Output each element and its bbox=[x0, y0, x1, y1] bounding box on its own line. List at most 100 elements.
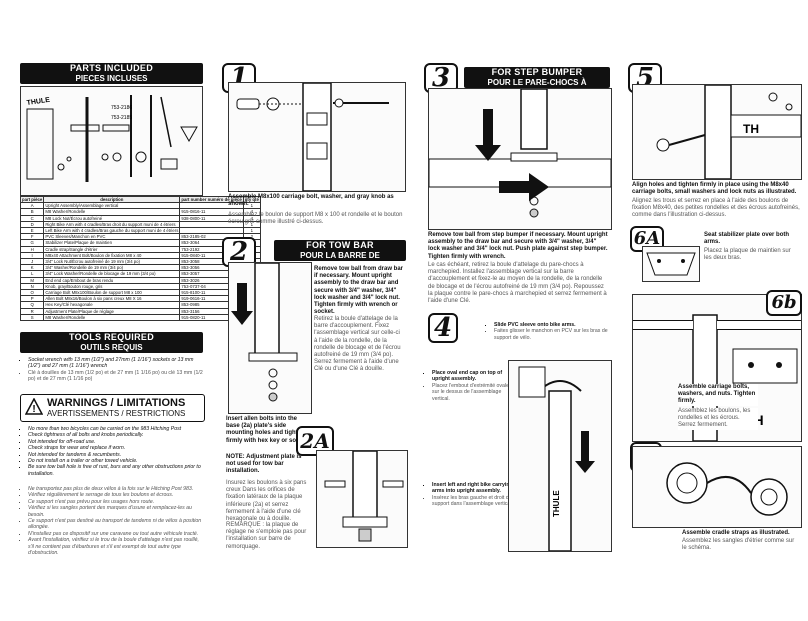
parts-cell-id: Q bbox=[19, 301, 45, 309]
parts-cell-id: D bbox=[19, 220, 45, 229]
step-7-illustration bbox=[632, 446, 802, 528]
step-2a-number: 2A bbox=[300, 429, 330, 453]
warning-fr: Ce support n'est pas destiné au transpor… bbox=[28, 518, 206, 531]
tools-title: TOOLS REQUIRED bbox=[68, 332, 155, 342]
warning-en: Check tightness of all bolts and knobs p… bbox=[28, 432, 206, 438]
col-qty: qty qté bbox=[242, 195, 261, 204]
step-3-title: FOR STEP BUMPER bbox=[491, 67, 583, 77]
tools-header: TOOLS REQUIRED OUTILS REQUIS bbox=[20, 332, 203, 353]
step-2a-badge: 2A bbox=[296, 426, 334, 456]
warning-en: Check straps for wear and replace if wor… bbox=[28, 445, 206, 451]
parts-cell-desc: Right Bike Arm with 4 cradles/Bras droit… bbox=[43, 220, 181, 229]
steps-column-2: 1 Assemble M8x100 carriage bolt, washer,… bbox=[222, 0, 408, 621]
parts-cell-desc: Left Bike Arm with 4 cradles/Bras gauche… bbox=[43, 226, 181, 235]
step-4-item-2-en: Place oval end cap on top of upright ass… bbox=[432, 370, 514, 383]
step-2-text-fr: Retirez la boule d'attelage de la barre … bbox=[314, 316, 401, 373]
step-2a-note-fr: REMARQUE : la plaque de réglage ne s'emp… bbox=[226, 522, 307, 550]
step-4-item-1-en: Slide PVC sleeve onto bike arms. bbox=[494, 322, 618, 328]
parts-cell-desc: M8 Washer/Rondelle bbox=[43, 313, 181, 322]
step-4-item-3-en: Insert left and right bike carrying arms… bbox=[432, 482, 514, 495]
step-6a-illustration bbox=[642, 246, 700, 282]
step-3-illustration bbox=[428, 88, 612, 230]
step-2a-illustration bbox=[316, 450, 408, 548]
svg-text:TH: TH bbox=[743, 122, 759, 136]
tools-list: Socket wrench with 13 mm (1/2") and 27mm… bbox=[20, 357, 203, 383]
parts-subtitle: PIECES INCLUSES bbox=[75, 74, 148, 83]
warning-fr: Avant l'installation, vérifiez si le tro… bbox=[28, 537, 206, 556]
warnings-title: WARNINGS / LIMITATIONS bbox=[47, 397, 186, 409]
parts-cell-id: M bbox=[19, 276, 45, 284]
step-1-text-fr: Assemblez le boulon de support M8 x 100 … bbox=[228, 212, 403, 226]
callout-2185: 753-2185 bbox=[111, 115, 132, 121]
step-2-header: FOR TOW BAR POUR LA BARRE DE REMORQUAGE bbox=[274, 240, 406, 270]
step-4-illustration: THULE bbox=[508, 360, 612, 552]
step-2-number: 2 bbox=[229, 237, 249, 267]
step-1-illustration bbox=[228, 82, 406, 192]
parts-cell-qty: 4 bbox=[242, 214, 261, 222]
tools-subtitle: OUTILS REQUIS bbox=[80, 343, 143, 352]
callout-2186: 753-2186 bbox=[111, 105, 132, 111]
step-7-text-fr: Assemblez les sangles d'étrier comme sur… bbox=[682, 538, 795, 552]
step-6b-text-en: Assemble carriage bolts, washers, and nu… bbox=[678, 384, 758, 406]
warnings-subtitle: AVERTISSEMENTS / RESTRICTIONS bbox=[47, 409, 186, 418]
step-4-number: 4 bbox=[433, 313, 453, 343]
warning-fr: Vérifiez régulièrement le serrage de tou… bbox=[28, 492, 206, 498]
step-1-text-en: Assemble M8x100 carriage bolt, washer, a… bbox=[228, 194, 394, 208]
warning-en: Be sure tow ball hole is free of rust, b… bbox=[28, 464, 206, 477]
step-3-header: FOR STEP BUMPER POUR LE PARE-CHOCS À MAR… bbox=[464, 67, 610, 97]
step-6a-text-en: Seat stabilizer plate over both arms. bbox=[704, 232, 790, 246]
step-4-badge: 4 bbox=[428, 313, 458, 343]
step-2a-text-en: Insert allen bolts into the base (2a) pl… bbox=[226, 416, 310, 444]
warnings-fr-list: Ne transportez pas plus de deux vélos à … bbox=[20, 486, 206, 556]
step-3-text-fr: Le cas échéant, retirez la boule d'attel… bbox=[428, 262, 607, 305]
step-6b-badge: 6b bbox=[766, 290, 802, 316]
parts-cell-qty: 1 bbox=[242, 202, 261, 210]
warning-en: Do not install on a trailer or other tow… bbox=[28, 458, 206, 464]
parts-cell-id: I bbox=[19, 251, 45, 260]
warnings-header: ! WARNINGS / LIMITATIONS AVERTISSEMENTS … bbox=[20, 394, 205, 422]
step-2a-note-en: NOTE: Adjustment plate is not used for t… bbox=[226, 454, 302, 475]
col-part: part pièce bbox=[19, 195, 45, 204]
warning-en: Not intended for tandems & recumbents. bbox=[28, 452, 206, 458]
parts-cell-id: F bbox=[19, 233, 45, 241]
step-2-text-en: Remove tow ball from draw bar if necessa… bbox=[314, 266, 404, 316]
parts-cell-id: S bbox=[19, 313, 45, 322]
tools-item-en: Socket wrench with 13 mm (1/2") and 27mm… bbox=[28, 357, 203, 370]
step-4-item-2-fr: Placez l'embout d'extrémité ovale sur le… bbox=[432, 383, 514, 402]
parts-cell-id: E bbox=[19, 226, 45, 235]
warning-fr: Ne transportez pas plus de deux vélos à … bbox=[28, 486, 206, 492]
parts-column: PARTS INCLUDED PIECES INCLUSES THULE 753… bbox=[19, 0, 261, 621]
parts-cell-qty: 1 bbox=[242, 220, 261, 229]
warning-en: No more than two bicycles can be carried… bbox=[28, 426, 206, 432]
svg-text:THULE: THULE bbox=[552, 490, 561, 517]
step-2-subtitle: POUR LA BARRE DE REMORQUAGE bbox=[300, 251, 380, 270]
step-6a-text-fr: Placez la plaque de maintien sur les deu… bbox=[704, 248, 791, 262]
warning-fr: Vérifiez si les sangles portent des marq… bbox=[28, 505, 206, 518]
col-pn: part number numéro de pièce bbox=[179, 195, 244, 204]
warnings-en-list: No more than two bicycles can be carried… bbox=[20, 426, 206, 477]
step-4-item-1-fr: Faites glisser le manchon en PCV sur les… bbox=[494, 328, 618, 341]
parts-header: PARTS INCLUDED PIECES INCLUSES bbox=[20, 63, 203, 84]
warning-fr: N'installez pas ce dispositif sur une ca… bbox=[28, 531, 206, 537]
warning-icon: ! bbox=[25, 398, 43, 415]
parts-cell-id: R bbox=[19, 307, 45, 315]
step-2-illustration bbox=[228, 262, 312, 414]
parts-cell-id: B bbox=[19, 208, 45, 216]
parts-cell-id: O bbox=[19, 289, 45, 297]
parts-cell-id: K bbox=[19, 264, 45, 272]
step-4-item-2: Place oval end cap on top of upright ass… bbox=[424, 370, 514, 402]
tools-item-fr: Clé à douilles de 13 mm (1/2 po) et de 2… bbox=[28, 370, 203, 383]
step-4-item-1: Slide PVC sleeve onto bike arms. Faites … bbox=[486, 322, 618, 341]
parts-illustration: THULE 753-2186 753-2185 bbox=[20, 86, 203, 196]
warning-fr: Ce support n'est pas prévu pour les usag… bbox=[28, 499, 206, 505]
parts-cell-qty: 4 bbox=[242, 208, 261, 216]
steps-column-4: 5 TH Align holes and tighten firmly in p… bbox=[628, 0, 802, 621]
parts-cell-qty: 1 bbox=[242, 226, 261, 235]
svg-text:!: ! bbox=[32, 404, 35, 415]
step-3-text-en: Remove tow ball from step bumper if nece… bbox=[428, 232, 608, 260]
step-2a-text-fr: Insurez les boulons à six pans creux Dan… bbox=[226, 480, 307, 523]
step-5-text-fr: Alignez les trous et serrez en place à l… bbox=[632, 198, 800, 219]
parts-cell-id: P bbox=[19, 295, 45, 303]
